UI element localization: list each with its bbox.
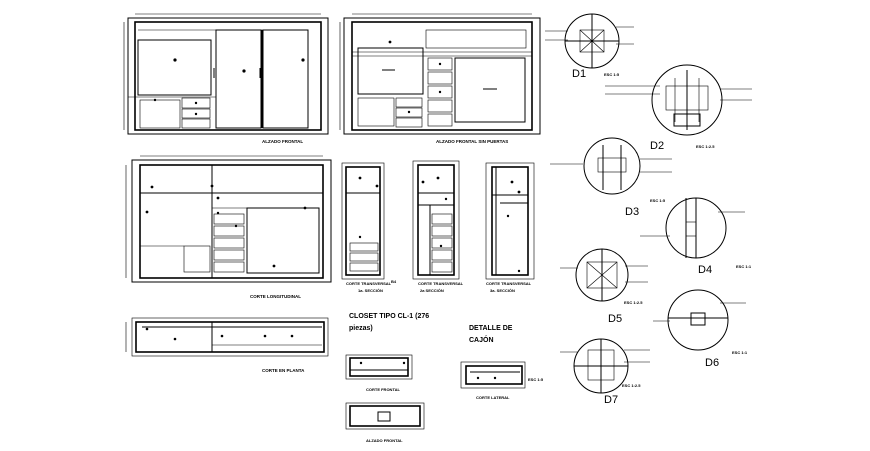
detail-d1-label: D1 [572,68,586,80]
label-front-elevation: ALZADO FRONTAL [262,139,303,144]
b4-label: B4 [391,279,397,284]
detail-d6-label: D6 [705,357,719,369]
detail-d1: D1 ESC 1:5 [545,13,634,80]
label-drawer-front-elevation: ALZADO FRONTAL [366,438,403,443]
detail-d6: D6 ESC 1:1 [653,289,748,369]
label-front-no-doors: ALZADO FRONTAL SIN PUERTAS [436,139,508,144]
label-drawer-side-section: CORTE LATERAL [476,395,510,400]
cross-section-1: CORTE TRANSVERSAL 1a. SECCIÓN [341,162,392,293]
longitudinal-section: CORTE LONGITUDINAL [125,155,332,299]
front-elevation-no-doors: ALZADO FRONTAL SIN PUERTAS [339,13,541,144]
detail-d2-scale: ESC 1:2.5 [696,144,715,149]
detail-d6-scale: ESC 1:1 [732,350,748,355]
detail-d7-scale: ESC 1:2.5 [622,383,641,388]
closet-title-line1: CLOSET TIPO CL-1 (276 [349,313,429,320]
detail-d5-scale: ESC 1:2.5 [624,300,643,305]
label-cross-section-2-sub: 2a SECCIÓN [420,288,444,293]
label-cross-section-3: CORTE TRANSVERSAL [486,281,532,286]
detail-d4-label: D4 [698,264,712,276]
drawer-scale: ESC 1:5 [528,377,544,382]
label-longitudinal-section: CORTE LONGITUDINAL [250,294,301,299]
cross-section-2: CORTE TRANSVERSAL 2a SECCIÓN [412,160,464,293]
detail-d4: D4 ESC 1:1 [640,197,752,276]
detail-d4-scale: ESC 1:1 [736,264,752,269]
titles: CLOSET TIPO CL-1 (276 piezas) DETALLE DE… [349,313,513,344]
drawer-front-elevation: ALZADO FRONTAL [345,402,425,443]
detail-d3-scale: ESC 1:5 [650,198,666,203]
label-drawer-front-section: CORTE FRONTAL [366,387,400,392]
label-plan-section: CORTE EN PLANTA [262,368,305,373]
detail-d1-scale: ESC 1:5 [604,72,620,77]
label-cross-section-2: CORTE TRANSVERSAL [418,281,464,286]
drawer-title-line1: DETALLE DE [469,325,513,332]
front-elevation: ALZADO FRONTAL [123,13,329,144]
label-cross-section-3-sub: 3a. SECCIÓN [490,288,515,293]
drawer-title-line2: CAJÓN [469,335,494,344]
detail-d2: D2 ESC 1:2.5 [605,64,752,152]
closet-title-line2: piezas) [349,325,373,332]
detail-d5: D5 ESC 1:2.5 [560,248,648,325]
detail-d7: D7 ESC 1:2.5 [560,338,650,406]
plan-section: CORTE EN PLANTA [125,317,329,373]
detail-d2-label: D2 [650,140,664,152]
drawer-front-section: CORTE FRONTAL [345,354,413,392]
detail-d3: D3 ESC 1:5 [550,137,672,218]
label-cross-section-1: CORTE TRANSVERSAL [346,281,392,286]
detail-d3-label: D3 [625,206,639,218]
detail-d5-label: D5 [608,313,622,325]
cross-section-3: CORTE TRANSVERSAL 3a. SECCIÓN [485,162,535,293]
label-cross-section-1-sub: 1a. SECCIÓN [358,288,383,293]
drawer-side-section: CORTE LATERAL ESC 1:5 [460,361,544,400]
detail-d7-label: D7 [604,394,618,406]
